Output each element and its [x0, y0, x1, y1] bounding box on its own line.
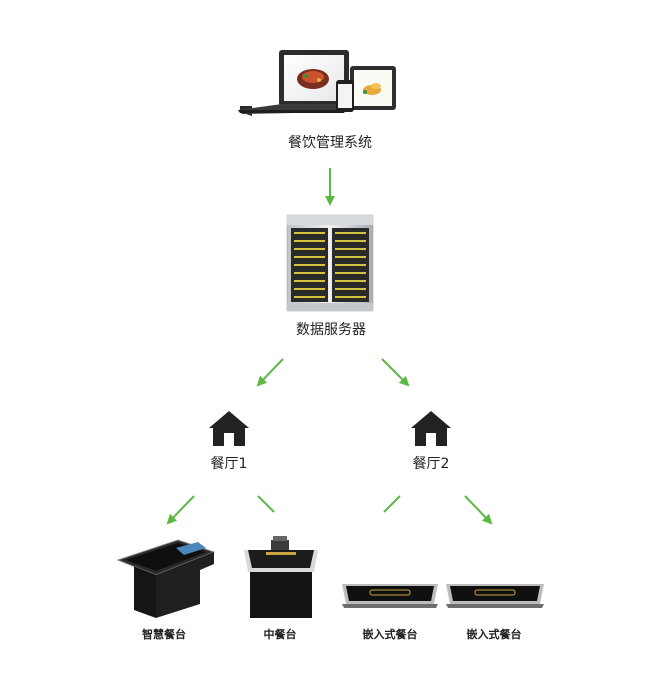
- smart-table-image: [116, 539, 216, 618]
- arrow-server-to-hall1: [256, 358, 284, 387]
- embed-table-b-label: 嵌入式餐台: [466, 628, 522, 641]
- arrow-hall2-to-embed-table-a: [383, 495, 401, 513]
- mid-table-image: [244, 536, 318, 618]
- house-icon: [411, 411, 451, 446]
- mid-table-label: 中餐台: [263, 628, 297, 641]
- phone-icon: [336, 80, 354, 112]
- server-label: 数据服务器: [296, 322, 366, 338]
- server-rack-icon: [286, 214, 374, 312]
- arrow-hall2-to-embed-table-b: [464, 495, 493, 525]
- laptop-icon: [238, 50, 352, 116]
- house-icon: [209, 411, 249, 446]
- embed-table-a-label: 嵌入式餐台: [362, 628, 418, 641]
- tablet-icon: [350, 66, 396, 110]
- arrow-hall1-to-smart-table: [166, 495, 195, 525]
- hall1-label: 餐厅1: [210, 456, 248, 472]
- arrow-hall1-to-mid-table: [257, 495, 275, 513]
- system-label: 餐饮管理系统: [288, 135, 372, 151]
- embed-table-b-image: [446, 584, 544, 608]
- smart-table-label: 智慧餐台: [142, 628, 186, 641]
- hall2-label: 餐厅2: [412, 456, 450, 472]
- arrow-server-to-hall2: [381, 358, 410, 387]
- embed-table-a-image: [342, 584, 438, 608]
